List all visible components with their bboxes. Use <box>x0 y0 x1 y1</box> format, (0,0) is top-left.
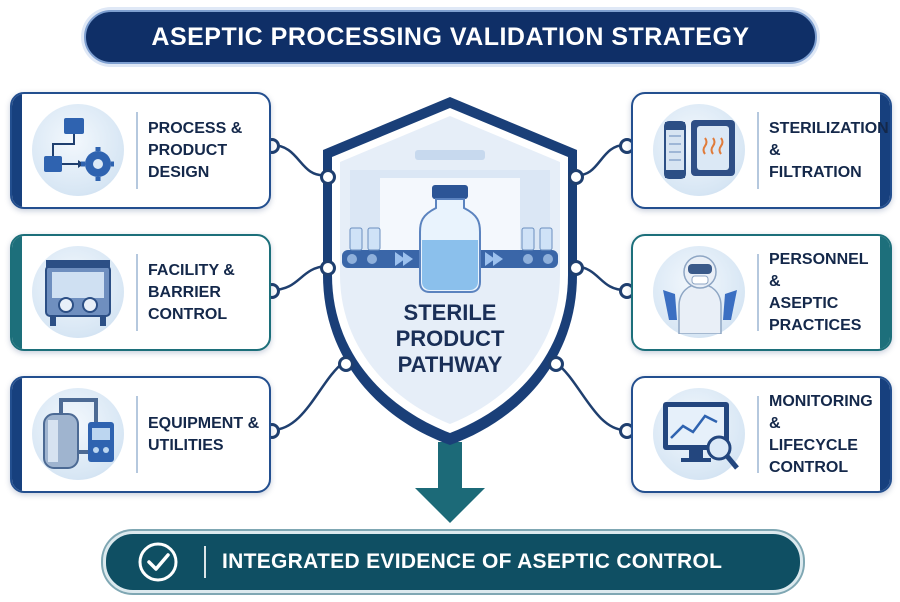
tank-pipes-meter-icon <box>43 398 114 469</box>
page-title: ASEPTIC PROCESSING VALIDATION STRATEGY <box>151 22 750 51</box>
card-facility-barrier-control: FACILITY & BARRIER CONTROL <box>10 234 271 351</box>
card-label: EQUIPMENT & UTILITIES <box>148 414 260 454</box>
process-flow-gear-icon <box>44 118 114 181</box>
bottom-divider <box>204 546 206 578</box>
card-divider <box>136 254 138 331</box>
isolator-glovebox-icon <box>45 260 111 326</box>
card-divider <box>757 254 759 331</box>
card-label: PERSONNEL & ASEPTIC PRACTICES <box>769 250 869 334</box>
card-accent-bar <box>880 94 890 207</box>
card-divider <box>136 112 138 189</box>
card-accent-bar <box>880 236 890 349</box>
card-divider <box>757 112 759 189</box>
monitor-chart-magnifier-icon <box>663 402 739 470</box>
down-arrow <box>415 442 485 523</box>
connector-node <box>568 169 584 185</box>
card-label: MONITORING & LIFECYCLE CONTROL <box>769 392 873 476</box>
gowned-operator-icon <box>663 255 737 334</box>
title-banner: ASEPTIC PROCESSING VALIDATION STRATEGY <box>84 10 817 64</box>
connector-node <box>548 356 564 372</box>
card-sterilization-filtration: STERILIZATION & FILTRATION <box>631 92 892 209</box>
shield-label: STERILE PRODUCT PATHWAY <box>395 300 505 377</box>
connector-node <box>338 356 354 372</box>
card-personnel-aseptic-practices: PERSONNEL & ASEPTIC PRACTICES <box>631 234 892 351</box>
card-monitoring-lifecycle-control: MONITORING & LIFECYCLE CONTROL <box>631 376 892 493</box>
card-label: PROCESS & PRODUCT DESIGN <box>148 119 243 181</box>
card-equipment-utilities: EQUIPMENT & UTILITIES <box>10 376 271 493</box>
filter-autoclave-icon <box>664 120 735 179</box>
connector-node <box>568 260 584 276</box>
card-divider <box>757 396 759 473</box>
card-accent-bar <box>12 94 22 207</box>
card-label: FACILITY & BARRIER CONTROL <box>148 261 235 323</box>
card-accent-bar <box>12 236 22 349</box>
card-label: STERILIZATION & FILTRATION <box>769 119 889 181</box>
bottom-banner: INTEGRATED EVIDENCE OF ASEPTIC CONTROL <box>103 531 803 593</box>
card-divider <box>136 396 138 473</box>
connector-node <box>320 169 336 185</box>
connector-node <box>320 260 336 276</box>
shield <box>323 97 577 445</box>
bottom-label: INTEGRATED EVIDENCE OF ASEPTIC CONTROL <box>222 550 723 573</box>
check-circle-icon <box>138 542 178 582</box>
card-accent-bar <box>12 378 22 491</box>
card-process-product-design: PROCESS & PRODUCT DESIGN <box>10 92 271 209</box>
card-accent-bar <box>880 378 890 491</box>
